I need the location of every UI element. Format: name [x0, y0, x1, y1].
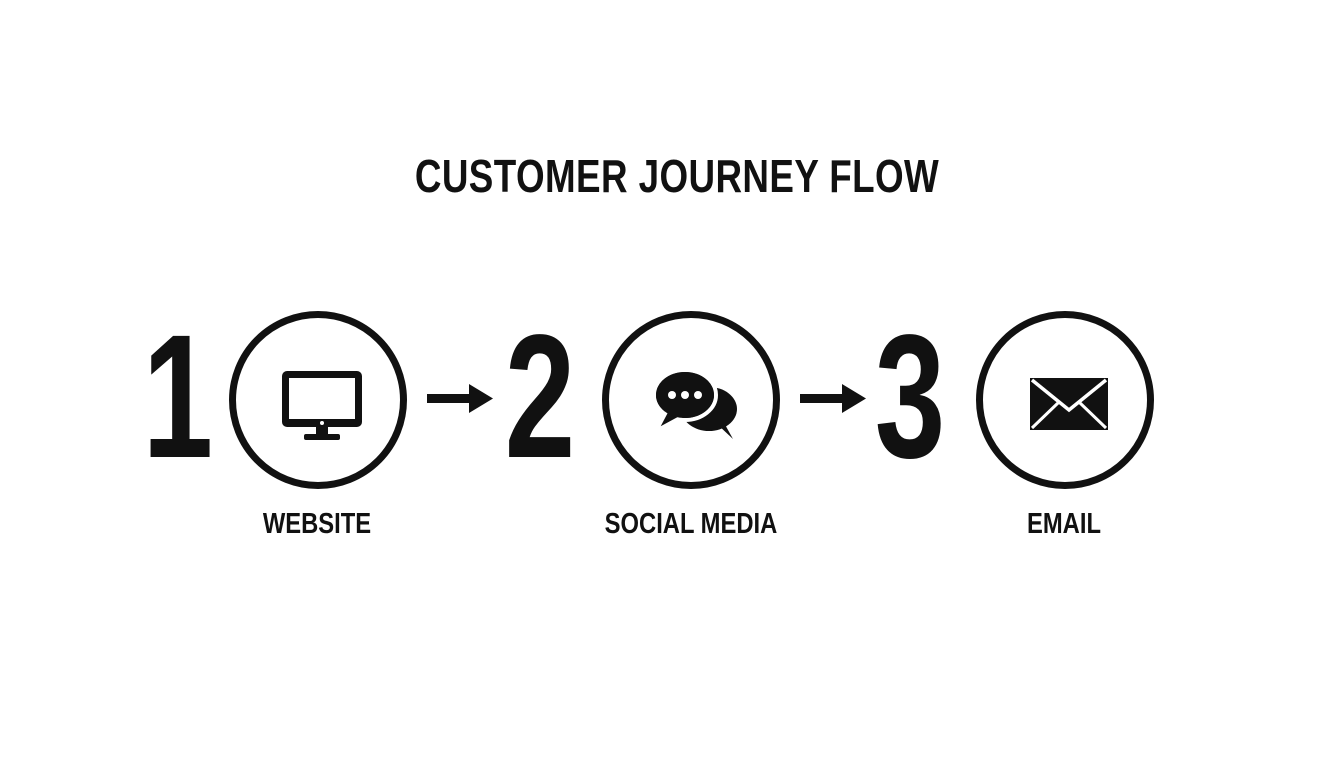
envelope-icon [1030, 378, 1108, 430]
step-label-2: SOCIAL MEDIA [604, 508, 778, 540]
step-label-1: WEBSITE [262, 508, 372, 540]
step-circle-3 [976, 311, 1154, 489]
chat-bubbles-icon [652, 368, 737, 439]
step-number-2: 2 [504, 299, 576, 495]
diagram-title: CUSTOMER JOURNEY FLOW [414, 150, 940, 202]
arrow-right-icon [800, 384, 866, 413]
step-number-3: 3 [874, 299, 946, 495]
monitor-icon [282, 371, 362, 440]
step-number-1: 1 [142, 299, 214, 495]
step-label-3: EMAIL [1027, 508, 1101, 540]
arrow-right-icon [427, 384, 493, 413]
step-circle-2 [602, 311, 780, 489]
step-circle-1 [229, 311, 407, 489]
